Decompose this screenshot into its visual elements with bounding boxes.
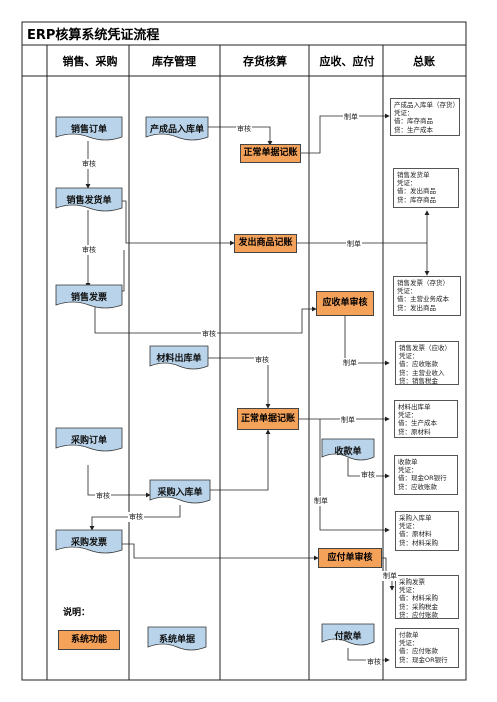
flow-record-to-ledger-7 [319,419,390,533]
outer-frame [21,21,467,681]
ledger-sales-invoice-receivable: 销售发票（应收） 凭证： 借：应收账款 贷：主营业收入 贷：销售税金 [395,341,459,385]
doc-sales-invoice: 销售发票 [55,284,123,309]
flow-material-to-record [206,357,271,409]
flow-inbound-to-record [206,126,273,146]
ledger-receipt: 收款单 凭证： 借：现金OR银行 贷：应收账款 [394,455,458,495]
legend-title: 说明： [63,608,91,618]
ledger-payment: 付款单 凭证： 借：应付账款 贷：现金OR银行 [395,628,459,668]
label-make-voucher: 制单 [342,358,358,368]
legend-doc-system-document: 系统单据 [147,626,207,651]
flow-invoice-to-payable [122,543,319,561]
flow-receivable-to-ledger-4 [344,316,390,366]
label-make-voucher: 制单 [340,415,356,425]
flow-purchase-inbound-to-record [208,429,271,491]
func-normal-record-2: 正常单据记账 [237,408,299,430]
column-header-ar-ap: 应收、应付 [319,55,375,68]
label-audit: 审核 [201,329,217,339]
func-payable-audit: 应付单审核 [318,548,382,568]
ledger-sales-delivery: 销售发货单 凭证： 借：发出商品 贷：库存商品 [393,168,459,208]
doc-product-inbound: 产成品入库单 [145,116,209,141]
label-audit: 审核 [95,491,111,501]
func-ship-goods-record: 发出商品记账 [234,234,297,253]
label-audit: 审核 [254,355,270,365]
legend-func-system-function: 系统功能 [58,630,120,650]
flow-order-to-purchase-inbound [87,465,151,498]
column-header-inventory: 库存管理 [152,55,196,68]
label-audit: 审核 [236,124,252,134]
label-make-voucher: 制单 [382,571,398,581]
label-make-voucher: 制单 [346,239,362,249]
ledger-product-inbound: 产成品入库单（存货） 凭证： 借：库存商品 贷：生产成本 [390,98,460,136]
flow-invoice-to-receivable [94,306,317,334]
doc-sales-delivery: 销售发货单 [55,187,123,212]
func-receivable-audit: 应收单审核 [316,291,374,316]
label-audit: 审核 [81,245,97,255]
func-normal-record-1: 正常单据记账 [240,144,301,163]
flow-delivery-to-ship-record [122,200,235,246]
label-audit: 审核 [366,657,382,667]
doc-receipt: 收款单 [321,438,375,461]
column-header-sales-purchase: 销售、采购 [62,55,118,68]
doc-purchase-invoice: 采购发票 [55,529,123,554]
ledger-material-outbound: 材料出库单 凭证： 借：生产成本 贷：原材料 [394,400,458,438]
label-audit: 审核 [360,470,376,480]
doc-purchase-inbound: 采购入库单 [149,479,211,504]
doc-payment: 付款单 [321,623,375,646]
doc-material-outbound: 材料出库单 [149,345,209,370]
ledger-sales-invoice-inventory: 销售发票（存货） 凭证： 借：主营业务成本 贷：发出商品 [393,276,461,316]
doc-purchase-order: 采购订单 [55,427,123,452]
ledger-purchase-invoice: 采购发票 凭证： 借：材料采购 贷：采购税金 贷：应付账款 [395,575,459,619]
page-title: ERP核算系统凭证流程 [27,28,160,43]
column-header-costing: 存货核算 [243,55,287,68]
ledger-purchase-inbound: 采购入库单 凭证： 借：原材料 贷：材料采购 [395,511,459,551]
label-make-voucher: 制单 [343,112,359,122]
label-audit: 审核 [81,159,97,169]
flow-invoice-bracket [122,250,125,292]
doc-sales-order: 销售订单 [55,116,123,141]
label-make-voucher: 制单 [313,496,329,506]
label-audit: 审核 [128,512,144,522]
column-header-general-ledger: 总账 [413,55,435,68]
